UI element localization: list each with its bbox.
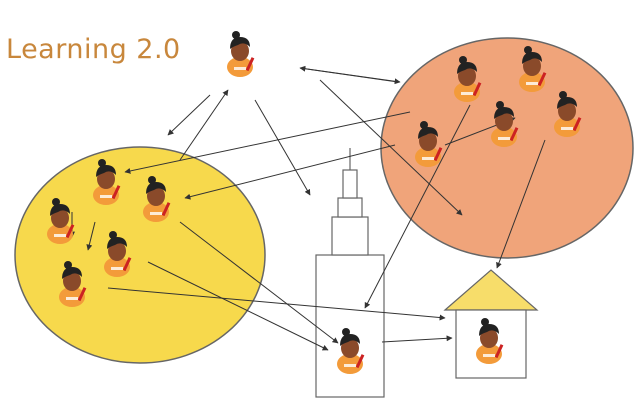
building-icon xyxy=(315,148,385,398)
yellow-group-circle xyxy=(14,146,266,364)
connection-arrows xyxy=(69,65,546,351)
orange-group-circle xyxy=(380,37,634,259)
house-icon xyxy=(443,269,539,379)
diagram-title: Learning 2.0 xyxy=(6,34,181,65)
person-icon xyxy=(227,31,255,77)
